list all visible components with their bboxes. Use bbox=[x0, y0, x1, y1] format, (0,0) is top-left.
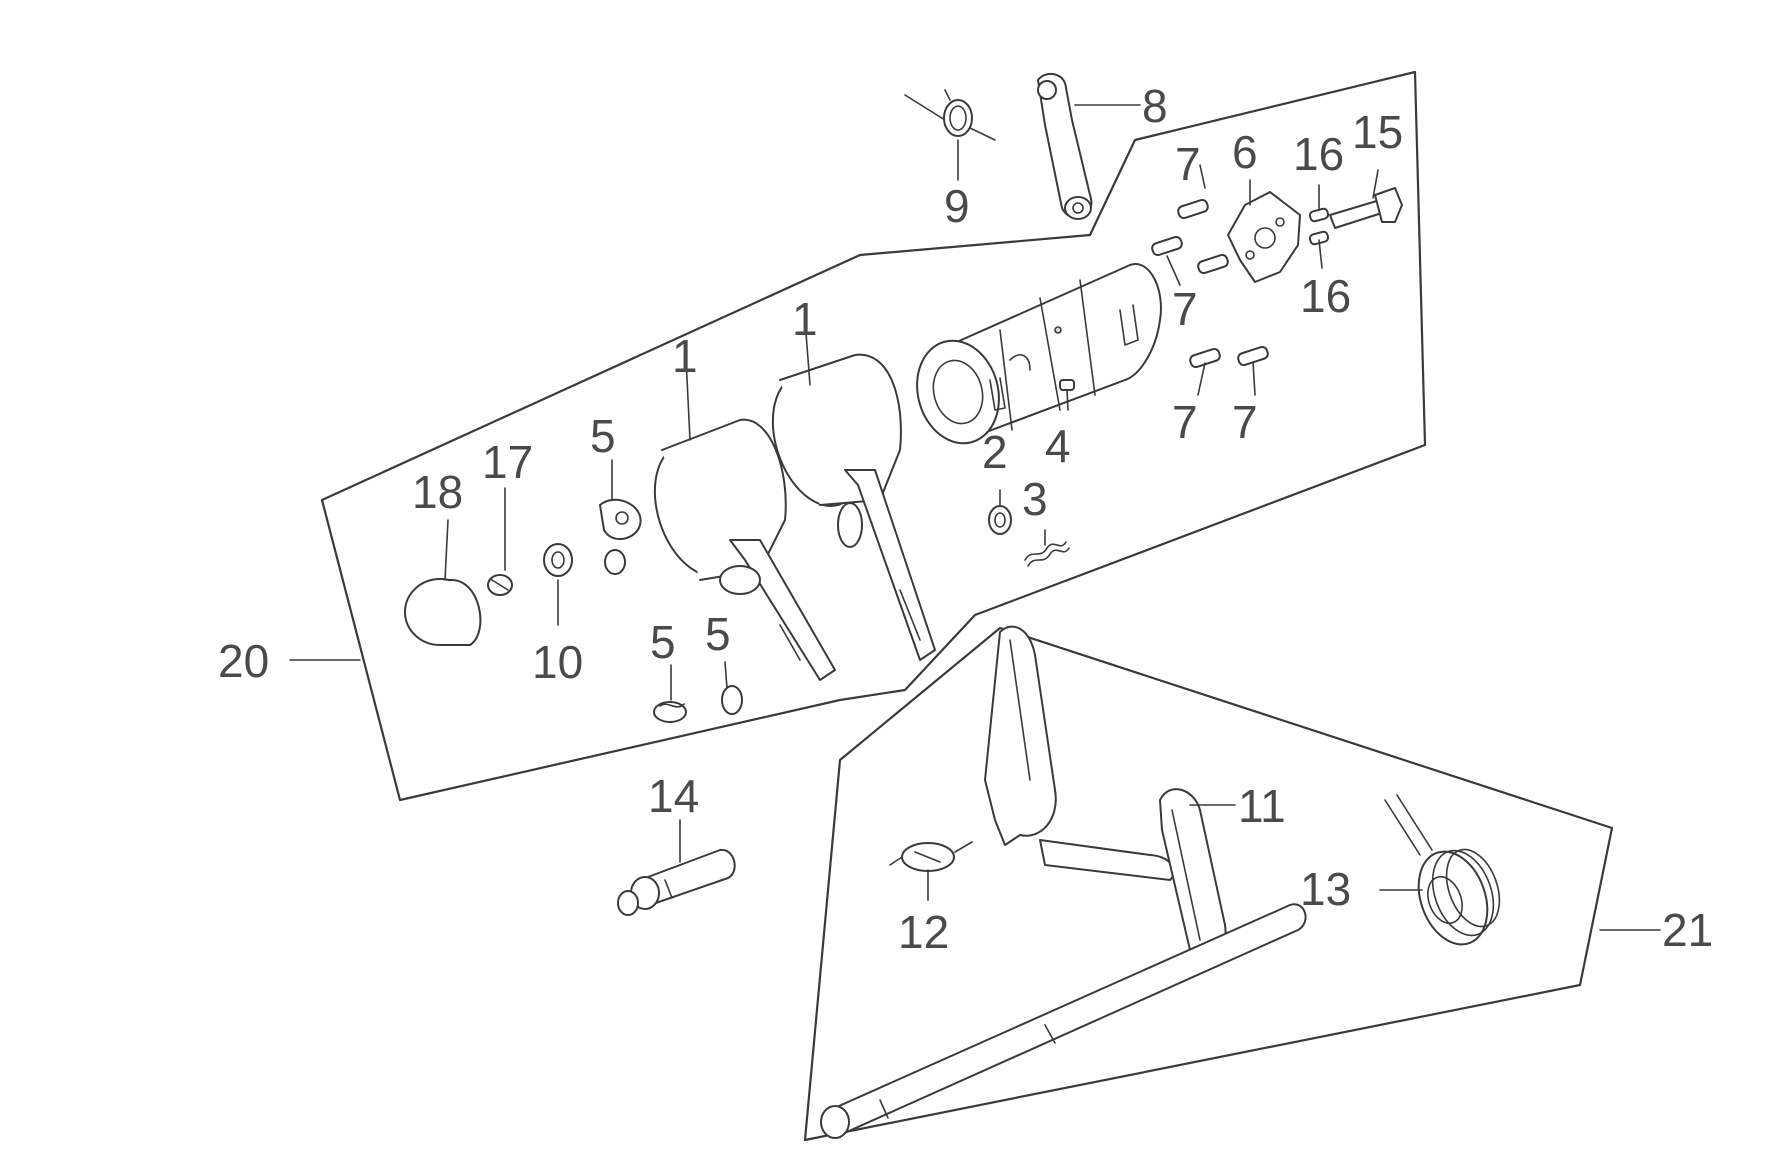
pin-16b bbox=[1308, 230, 1330, 246]
gearshift-shaft bbox=[820, 903, 1307, 1139]
pin-4 bbox=[1059, 379, 1075, 391]
callout-6: 6 bbox=[1232, 126, 1258, 178]
callout-1b: 1 bbox=[792, 293, 818, 345]
group-21-boundary bbox=[803, 626, 1614, 1142]
callout-5c: 5 bbox=[705, 608, 731, 660]
shift-fork-1a bbox=[653, 418, 836, 681]
clip-5b bbox=[653, 701, 687, 723]
ring-2 bbox=[988, 505, 1012, 535]
cap-18 bbox=[404, 578, 482, 646]
spring-9 bbox=[904, 89, 996, 141]
bolt-15 bbox=[1329, 187, 1403, 229]
callout-7a: 7 bbox=[1175, 138, 1201, 190]
shift-fork-1b bbox=[771, 353, 936, 661]
callout-16b: 16 bbox=[1300, 270, 1351, 322]
callout-17: 17 bbox=[482, 436, 533, 488]
callout-18: 18 bbox=[412, 466, 463, 518]
callout-12: 12 bbox=[898, 906, 949, 958]
spring-clip-12 bbox=[889, 841, 973, 872]
callout-4: 4 bbox=[1045, 420, 1071, 472]
washer-10 bbox=[543, 543, 573, 577]
callout-2: 2 bbox=[982, 426, 1008, 478]
leader-lines bbox=[289, 104, 1661, 931]
pins-7 bbox=[1151, 198, 1269, 369]
group-20-boundary bbox=[320, 70, 1427, 802]
spring-13 bbox=[1384, 794, 1501, 946]
pin-16a bbox=[1308, 207, 1330, 223]
clip-5a bbox=[599, 498, 642, 575]
callout-16a: 16 bbox=[1293, 128, 1344, 180]
callout-5a: 5 bbox=[590, 410, 616, 462]
callout-labels: 8 9 7 6 16 15 16 7 7 7 1 1 2 4 3 5 17 18… bbox=[218, 80, 1713, 958]
callout-21: 21 bbox=[1662, 904, 1713, 956]
gearshift-arm bbox=[984, 625, 1175, 881]
callout-11: 11 bbox=[1238, 780, 1286, 832]
callout-1a: 1 bbox=[672, 330, 698, 382]
stopper-arm-8 bbox=[1037, 72, 1093, 220]
callout-15: 15 bbox=[1352, 106, 1403, 158]
callout-20: 20 bbox=[218, 635, 269, 687]
callout-8: 8 bbox=[1142, 80, 1168, 132]
clip-17 bbox=[487, 574, 513, 596]
callout-7c: 7 bbox=[1172, 396, 1198, 448]
callout-5b: 5 bbox=[650, 616, 676, 668]
callout-3: 3 bbox=[1022, 473, 1048, 525]
callout-9: 9 bbox=[944, 180, 970, 232]
spring-3 bbox=[1024, 541, 1070, 567]
callout-14: 14 bbox=[648, 770, 699, 822]
callout-7d: 7 bbox=[1232, 396, 1258, 448]
callout-13: 13 bbox=[1300, 863, 1351, 915]
callout-7b: 7 bbox=[1172, 283, 1198, 335]
callout-10: 10 bbox=[532, 636, 583, 688]
clip-5c bbox=[721, 685, 743, 715]
shift-drum bbox=[916, 263, 1162, 445]
bolt-14 bbox=[617, 848, 736, 916]
cam-plate-6 bbox=[1227, 191, 1301, 283]
